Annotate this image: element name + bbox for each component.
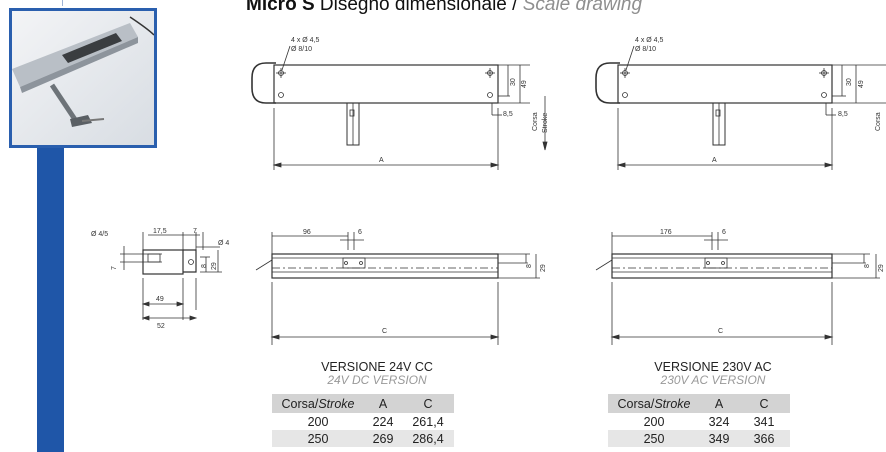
dim-a-right: A bbox=[712, 157, 717, 164]
side-right-6: 6 bbox=[722, 229, 726, 236]
col-corsa-stroke: Corsa/Stroke bbox=[272, 394, 364, 413]
dim-30-right: 30 bbox=[846, 78, 853, 86]
title-translation: Scale drawing bbox=[522, 0, 643, 15]
bracket-d49: 49 bbox=[156, 296, 164, 303]
slots-label-right: Ø 8/10 bbox=[635, 46, 656, 53]
side-right-29: 29 bbox=[878, 264, 885, 272]
col-c: C bbox=[738, 394, 790, 413]
table-row: 250 349 366 bbox=[608, 430, 790, 447]
dim-85-left: 8,5 bbox=[503, 111, 513, 118]
title-main: Disegno dimensionale / bbox=[319, 0, 518, 15]
side-right-176: 176 bbox=[660, 229, 672, 236]
table-header: Corsa/Stroke A C bbox=[608, 394, 790, 413]
table-header: Corsa/Stroke A C bbox=[272, 394, 454, 413]
top-guide-line bbox=[62, 0, 63, 6]
bracket-drawing bbox=[120, 232, 222, 321]
table-row: 200 224 261,4 bbox=[272, 413, 454, 430]
slots-label-left: Ø 8/10 bbox=[291, 46, 312, 53]
bracket-d8: 8 bbox=[201, 264, 208, 268]
dim-49-right: 49 bbox=[858, 80, 865, 88]
dim-30-left: 30 bbox=[510, 78, 517, 86]
stroke-label-left: Stroke bbox=[542, 113, 549, 133]
col-a: A bbox=[700, 394, 738, 413]
col-c: C bbox=[402, 394, 454, 413]
spec-table-24v: Corsa/Stroke A C 200 224 261,4 250 269 2… bbox=[272, 394, 454, 447]
bracket-d29: 29 bbox=[211, 262, 218, 270]
title-product: Micro S bbox=[246, 0, 315, 15]
holes-label-left: 4 x Ø 4,5 bbox=[291, 37, 320, 44]
product-photo bbox=[9, 8, 157, 148]
page-title: Micro S Disegno dimensionale / Scale dra… bbox=[246, 0, 642, 16]
side-view-230v bbox=[595, 232, 880, 345]
bracket-d4: Ø 4 bbox=[218, 240, 229, 247]
cell-a: 269 bbox=[364, 430, 402, 447]
cell-stroke: 250 bbox=[272, 430, 364, 447]
version-24v-title: VERSIONE 24V CC bbox=[321, 360, 433, 374]
cell-c: 341 bbox=[753, 414, 775, 429]
version-24v-heading: VERSIONE 24V CC 24V DC VERSION bbox=[277, 360, 477, 387]
dim-49-left: 49 bbox=[521, 80, 528, 88]
cell-c: 286,4 bbox=[402, 430, 454, 447]
bracket-d45: Ø 4/5 bbox=[91, 231, 108, 238]
cell-a: 324 bbox=[708, 414, 730, 429]
version-230v-subtitle: 230V AC VERSION bbox=[660, 373, 766, 387]
top-view-24v bbox=[251, 45, 548, 170]
side-view-24v bbox=[255, 232, 540, 345]
bracket-d7: 7 bbox=[193, 228, 197, 235]
cell-a: 224 bbox=[372, 414, 394, 429]
cell-c: 261,4 bbox=[412, 414, 444, 429]
col-a: A bbox=[364, 394, 402, 413]
side-left-c: C bbox=[382, 328, 387, 335]
table-row: 200 324 341 bbox=[608, 413, 790, 430]
holes-label-right: 4 x Ø 4,5 bbox=[635, 37, 664, 44]
side-left-29: 29 bbox=[540, 264, 547, 272]
side-right-c: C bbox=[718, 328, 723, 335]
version-24v-subtitle: 24V DC VERSION bbox=[327, 373, 427, 387]
side-left-96: 96 bbox=[303, 229, 311, 236]
bracket-d52: 52 bbox=[157, 323, 165, 330]
table-row: 250 269 286,4 bbox=[272, 430, 454, 447]
side-left-6: 6 bbox=[358, 229, 362, 236]
corsa-label-right: Corsa bbox=[875, 112, 882, 131]
cell-c: 366 bbox=[738, 430, 790, 447]
dim-a-left: A bbox=[379, 157, 384, 164]
side-accent-bar bbox=[37, 96, 64, 452]
corsa-label-left: Corsa bbox=[532, 112, 539, 131]
cell-a: 349 bbox=[700, 430, 738, 447]
dim-85-right: 8,5 bbox=[838, 111, 848, 118]
col-corsa-stroke: Corsa/Stroke bbox=[608, 394, 700, 413]
cell-stroke: 250 bbox=[608, 430, 700, 447]
bracket-d175: 17,5 bbox=[153, 228, 167, 235]
side-right-8: 8 bbox=[864, 264, 871, 268]
side-left-8: 8 bbox=[526, 264, 533, 268]
bracket-d7b: 7 bbox=[111, 266, 118, 270]
cell-stroke: 200 bbox=[643, 414, 665, 429]
spec-table-230v: Corsa/Stroke A C 200 324 341 250 349 366 bbox=[608, 394, 790, 447]
version-230v-heading: VERSIONE 230V AC 230V AC VERSION bbox=[613, 360, 813, 387]
cell-stroke: 200 bbox=[307, 414, 329, 429]
version-230v-title: VERSIONE 230V AC bbox=[654, 360, 772, 374]
top-view-230v bbox=[595, 45, 886, 170]
